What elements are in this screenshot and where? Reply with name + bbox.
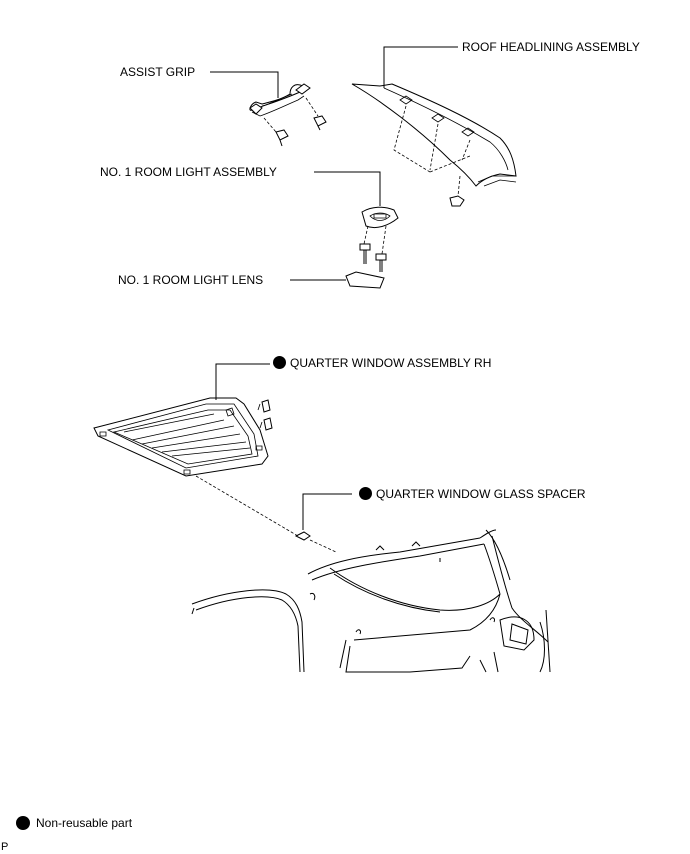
- quarter-window-part: [93, 397, 269, 477]
- glass-spacer-part: [294, 531, 311, 541]
- quarter-window-leader: [215, 363, 270, 400]
- roof-headlining-part: [351, 83, 517, 187]
- label-room-light-assembly: NO. 1 ROOM LIGHT ASSEMBLY: [100, 165, 277, 179]
- glass-spacer-leader: [302, 493, 352, 530]
- legend-non-reusable-dot-icon: [16, 816, 30, 830]
- label-roof-headlining-assembly: ROOF HEADLINING ASSEMBLY: [462, 40, 640, 54]
- room-light-lens-part: [345, 271, 385, 289]
- room-light-leader: [314, 171, 381, 206]
- roof-headlining-leader: [383, 46, 458, 88]
- label-room-light-lens: NO. 1 ROOM LIGHT LENS: [118, 273, 264, 287]
- non-reusable-marker-icon: [359, 487, 372, 500]
- assist-grip-leader: [210, 71, 279, 98]
- room-light-part: [361, 206, 399, 229]
- window-install-guide-line: [195, 475, 337, 553]
- room-light-screws: [359, 225, 387, 272]
- assist-grip-screws: [263, 97, 327, 147]
- label-quarter-window-assembly: QUARTER WINDOW ASSEMBLY RH: [273, 356, 491, 370]
- label-quarter-window-glass-spacer: QUARTER WINDOW GLASS SPACER: [359, 487, 586, 501]
- roof-headlining-dashed-guides: [393, 105, 471, 197]
- corner-code: P: [1, 841, 9, 853]
- assist-grip-part: [249, 83, 311, 117]
- label-glass-spacer-text: QUARTER WINDOW GLASS SPACER: [376, 487, 586, 501]
- label-assist-grip: ASSIST GRIP: [120, 65, 196, 79]
- label-quarter-window-text: QUARTER WINDOW ASSEMBLY RH: [290, 356, 492, 370]
- vehicle-body-outline: [191, 529, 551, 673]
- headlining-clip: [449, 195, 465, 207]
- quarter-window-clips: [257, 399, 273, 431]
- legend-non-reusable-text: Non-reusable part: [36, 816, 133, 830]
- non-reusable-marker-icon: [273, 356, 286, 369]
